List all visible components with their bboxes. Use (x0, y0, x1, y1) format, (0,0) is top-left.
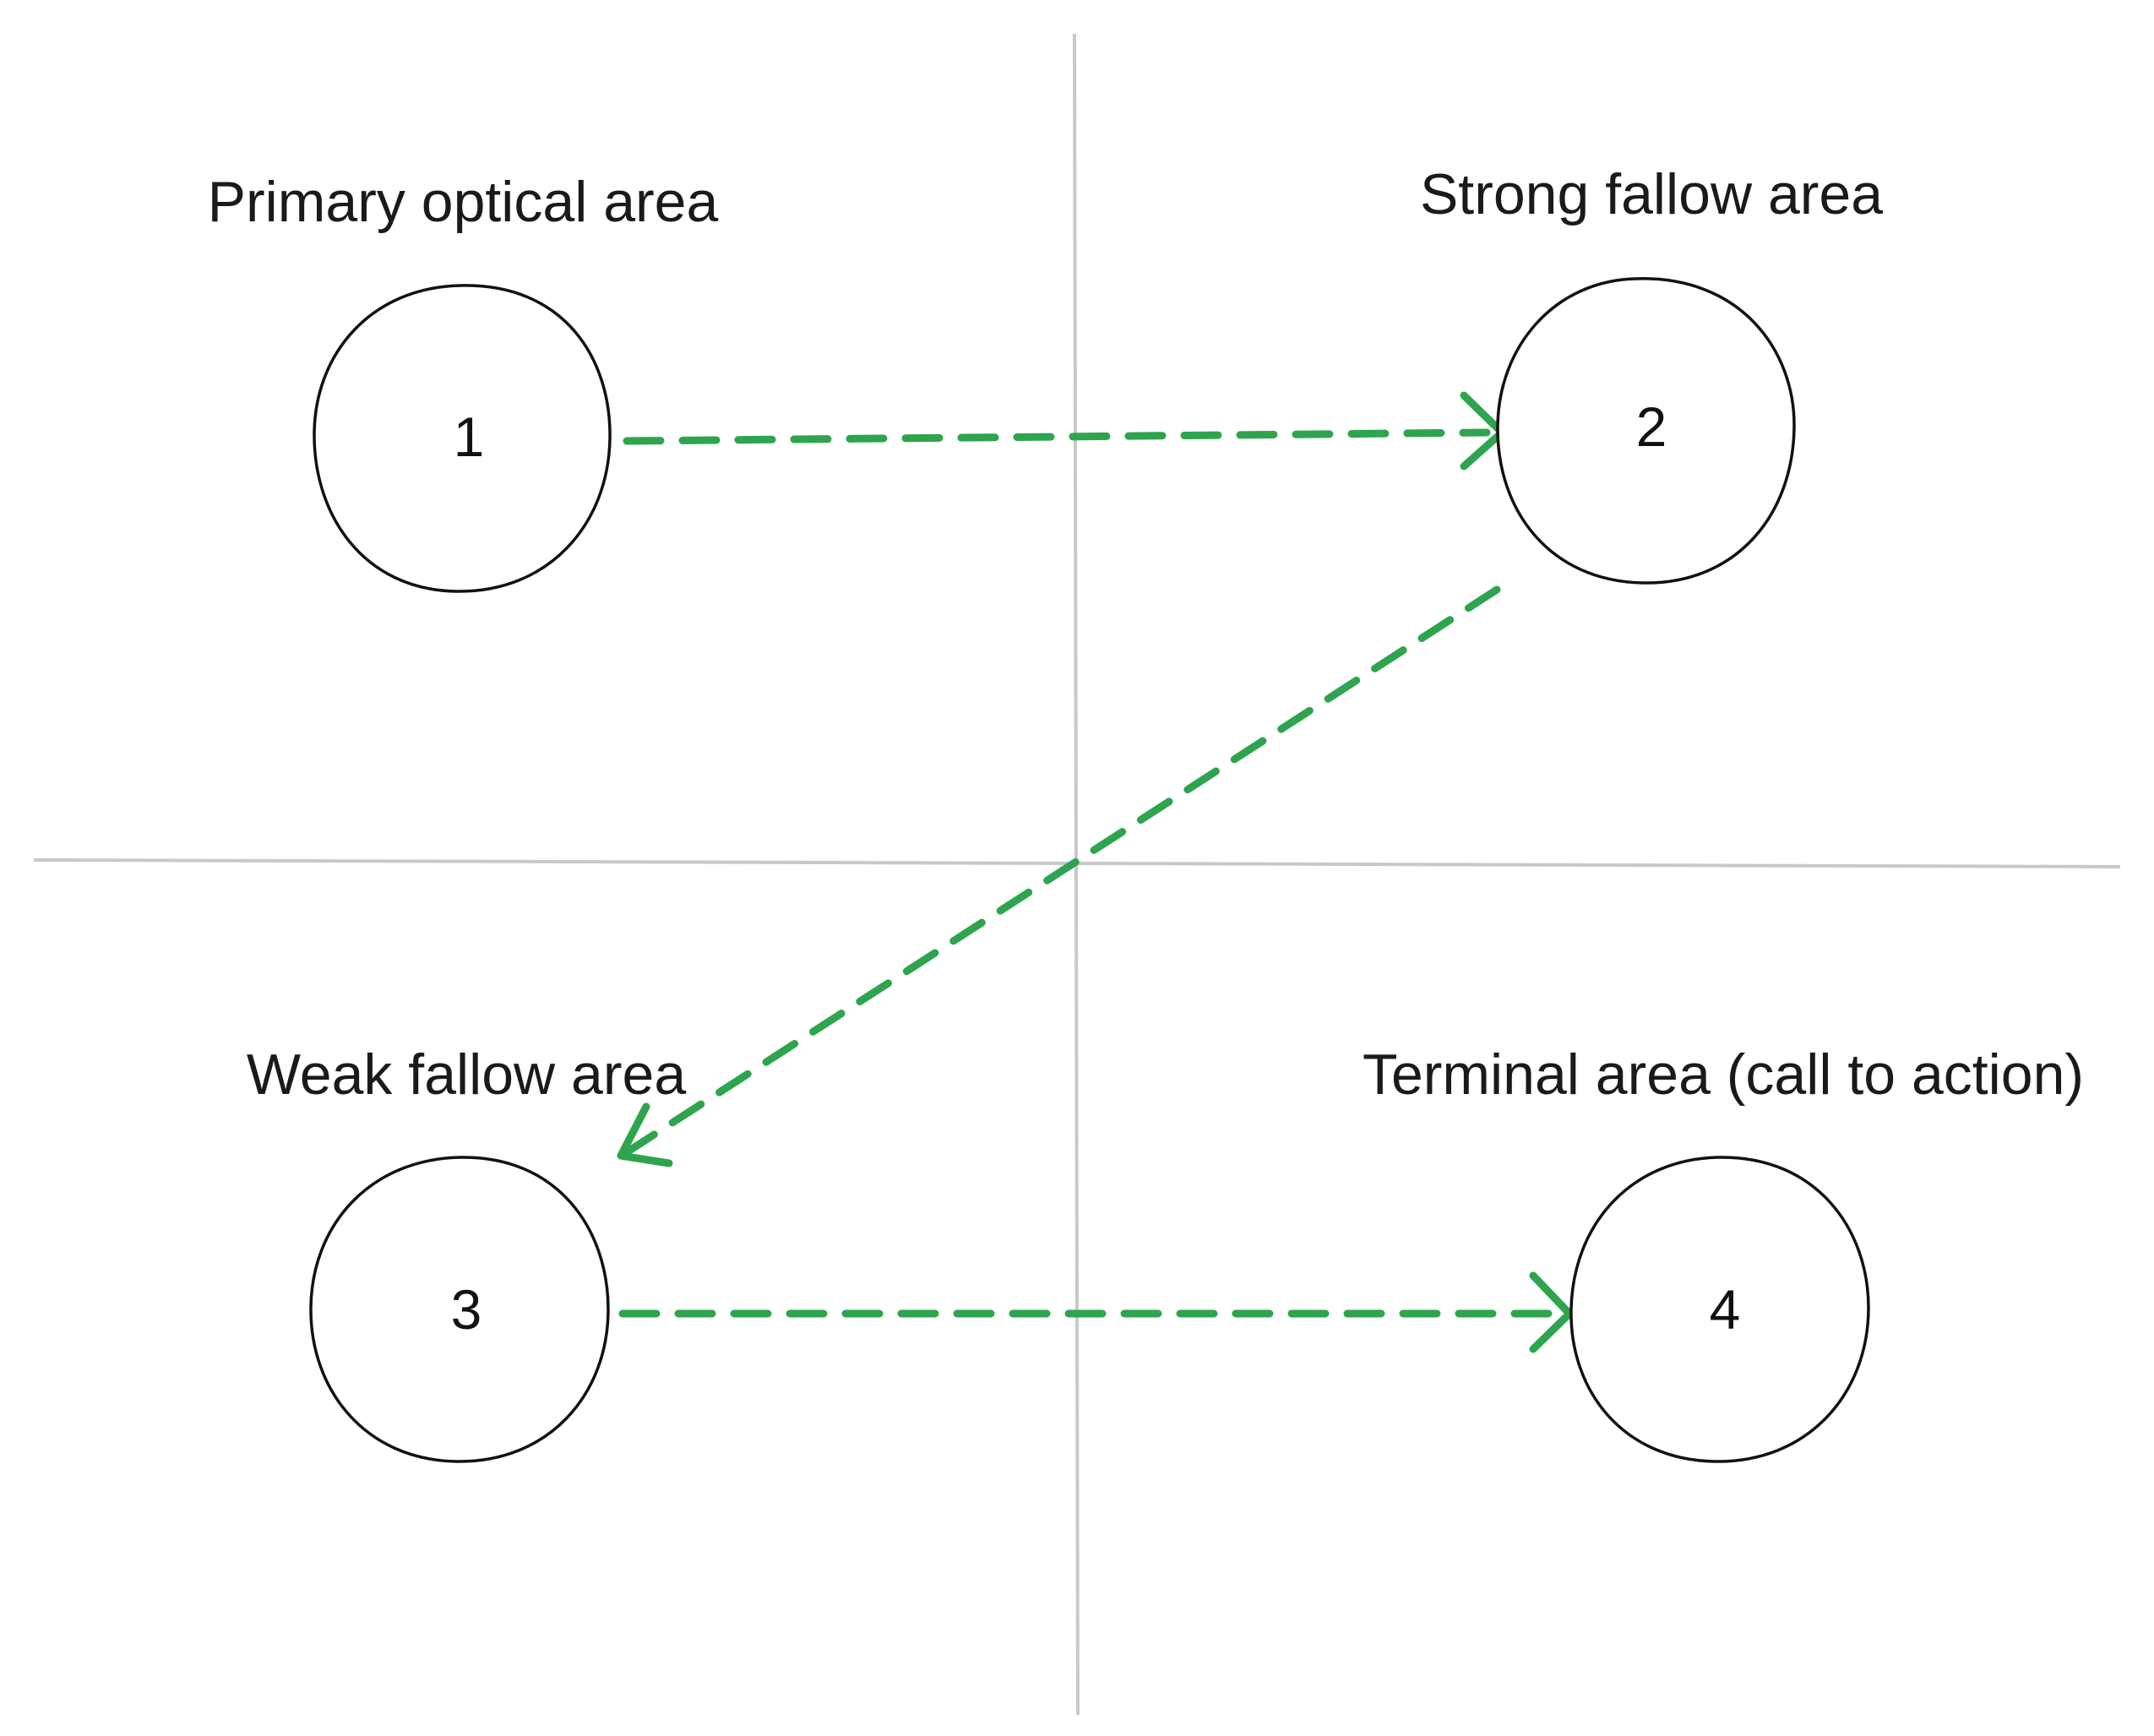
node-1: 1 (313, 284, 612, 593)
node-4: 4 (1569, 1156, 1870, 1463)
node-1-number: 1 (454, 405, 485, 468)
arrowhead-3-to-4 (1529, 1271, 1574, 1353)
label-primary-optical-area: Primary optical area (208, 170, 719, 234)
vertical-axis-line (1073, 33, 1080, 1716)
node-2-number: 2 (1636, 395, 1667, 458)
node-4-number: 4 (1710, 1278, 1741, 1341)
label-weak-fallow-area: Weak fallow area (247, 1042, 687, 1107)
node-3: 3 (309, 1156, 610, 1463)
node-3-circle (309, 1156, 610, 1463)
node-3-number: 3 (451, 1278, 482, 1341)
node-1-circle (313, 284, 612, 593)
label-terminal-area: Terminal area (call to action) (1363, 1042, 2084, 1107)
flow-arrow-1-to-2 (623, 428, 1491, 445)
label-strong-fallow-area: Strong fallow area (1420, 162, 1883, 226)
flow-arrow-2-to-3 (625, 585, 1501, 1155)
node-2: 2 (1496, 277, 1796, 585)
node-4-circle (1569, 1156, 1870, 1463)
node-2-circle (1496, 277, 1796, 585)
arrowhead-2-to-3 (617, 1102, 673, 1167)
